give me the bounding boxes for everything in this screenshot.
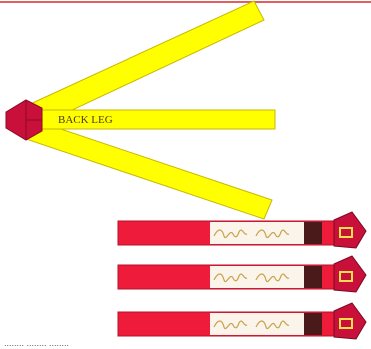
strap-label-panel <box>210 313 304 335</box>
strap-label-panel <box>210 266 304 288</box>
bottom-caption: ........ ........ ........ <box>4 338 69 348</box>
back-leg-label: BACK LEG <box>58 114 113 126</box>
strap-hook <box>334 212 366 248</box>
strap-buckle <box>304 222 322 244</box>
strap-1 <box>118 212 366 248</box>
leg-hub <box>6 100 42 140</box>
strap-hook <box>334 256 366 292</box>
upper-leg <box>26 1 264 127</box>
strap-hook <box>334 303 366 339</box>
lower-leg <box>26 120 272 219</box>
strap-label-panel <box>210 222 304 244</box>
strap-group <box>118 212 366 339</box>
strap-buckle <box>304 266 322 288</box>
strap-buckle <box>304 313 322 335</box>
strap-2 <box>118 256 366 292</box>
strap-3 <box>118 303 366 339</box>
